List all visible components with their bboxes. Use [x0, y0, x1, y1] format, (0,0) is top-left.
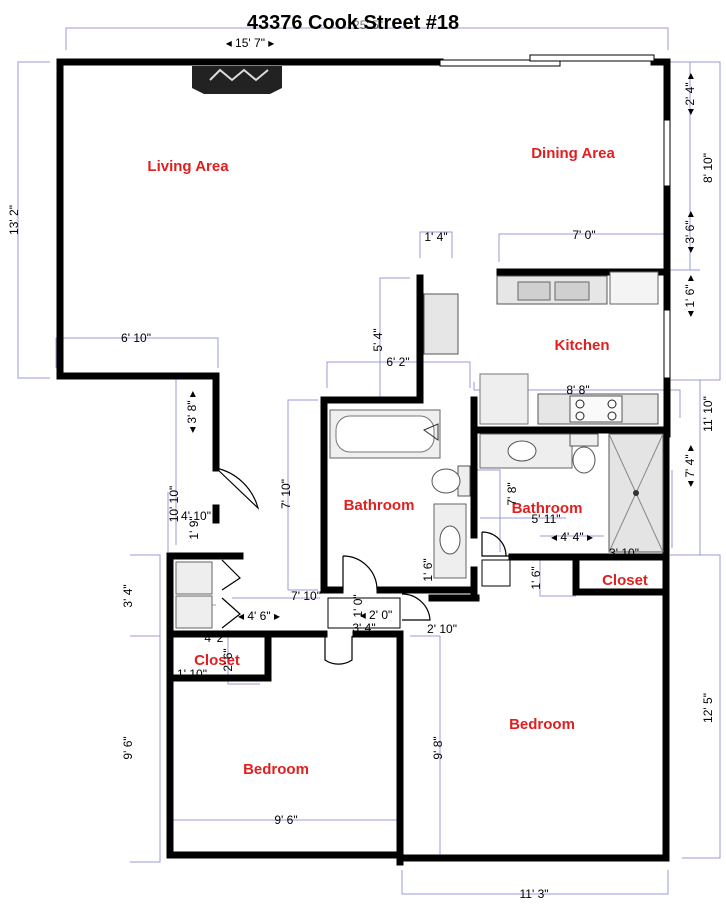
toilet-icon — [431, 465, 471, 497]
dim-label: 9' 6" — [274, 813, 297, 827]
dim-label: 7' 8" — [505, 482, 519, 505]
dim-label: ◂ 4' 4" ▸ — [551, 530, 593, 544]
room-label-kitchen: Kitchen — [554, 337, 609, 354]
dim-label: 7' 10" — [291, 589, 321, 603]
dim-label: 9' 8" — [431, 736, 445, 759]
dim-label: 1' 9" — [187, 516, 201, 539]
dim-label: 2' 6" — [221, 648, 235, 671]
dim-label: 1' 4" — [424, 230, 447, 244]
fixtures — [175, 66, 664, 629]
dim-label: 3' 10" — [609, 546, 639, 560]
openings — [215, 54, 671, 665]
room-label-bedroom-right: Bedroom — [509, 716, 575, 733]
washer-dryer-icon — [175, 561, 213, 629]
room-label-closet-right: Closet — [602, 572, 648, 589]
dim-label: 3' 4" — [121, 584, 135, 607]
dim-label: 13' 2" — [7, 205, 21, 235]
room-label-bathroom-right: Bathroom — [512, 500, 583, 517]
fridge-icon — [423, 293, 459, 355]
dim-label: 7' 0" — [572, 228, 595, 242]
walls — [56, 58, 671, 866]
fireplace-icon — [192, 66, 282, 94]
dim-label: 5' 11" — [531, 512, 560, 526]
dim-label: 12' 5" — [701, 693, 715, 723]
dimension-lines — [17, 27, 721, 895]
dim-label: 8' 10" — [701, 153, 715, 183]
dim-label: 25' 5" — [353, 18, 383, 32]
dim-label: 1' 10" — [177, 667, 207, 681]
dim-label: ◂ 3' 6" ▸ — [683, 211, 697, 253]
dim-label: 11' 10" — [701, 396, 715, 432]
room-label-bedroom-left: Bedroom — [243, 761, 309, 778]
shower-icon — [608, 433, 664, 553]
dim-label: 10' 10" — [167, 486, 181, 523]
dim-label: 1' 6" — [529, 566, 543, 589]
dim-label: 1' 6" — [421, 558, 435, 581]
dim-label: 5' 4" — [371, 328, 385, 351]
plan-title: 43376 Cook Street #18 — [247, 12, 459, 34]
dim-label: 4' 2" — [204, 631, 227, 645]
stove-icon — [479, 373, 659, 425]
dim-label: ◂ 15' 7" ▸ — [226, 36, 275, 50]
dim-label: 4' 10" — [181, 509, 211, 523]
vanity-sink-icon — [479, 433, 573, 469]
room-label-dining-area: Dining Area — [531, 145, 615, 162]
room-label-bathroom-left: Bathroom — [344, 497, 415, 514]
dim-label: ◂ 2' 4" ▸ — [683, 73, 697, 115]
dim-label: ◂ 1' 6" ▸ — [683, 275, 697, 317]
dim-label: ◂ 3' 8" ▸ — [185, 391, 199, 433]
dim-label: 9' 6" — [121, 736, 135, 759]
toilet-icon-2 — [569, 433, 599, 474]
dim-label: 2' 10" — [427, 622, 457, 636]
bathroom-sink-icon — [433, 503, 467, 579]
kitchen-sink-icon — [496, 271, 659, 305]
dim-label: 8' 8" — [566, 383, 589, 397]
dim-label: 11' 3" — [519, 887, 548, 901]
dim-label: ◂ 7' 4" ▸ — [683, 445, 697, 487]
bathtub-icon — [329, 409, 441, 459]
dim-label: 6' 2" — [386, 355, 409, 369]
dim-label: 7' 10" — [279, 479, 293, 509]
room-label-closet-left: Closet — [194, 652, 240, 669]
dim-label: ◂ 4' 6" ▸ — [238, 609, 280, 623]
dim-label: 3' 4" — [352, 621, 375, 635]
dim-label: 1' 0" — [351, 594, 365, 617]
dim-label: 6' 10" — [121, 331, 151, 345]
dim-label: ◂ 2' 0" — [360, 608, 393, 622]
room-label-living-area: Living Area — [147, 158, 229, 175]
